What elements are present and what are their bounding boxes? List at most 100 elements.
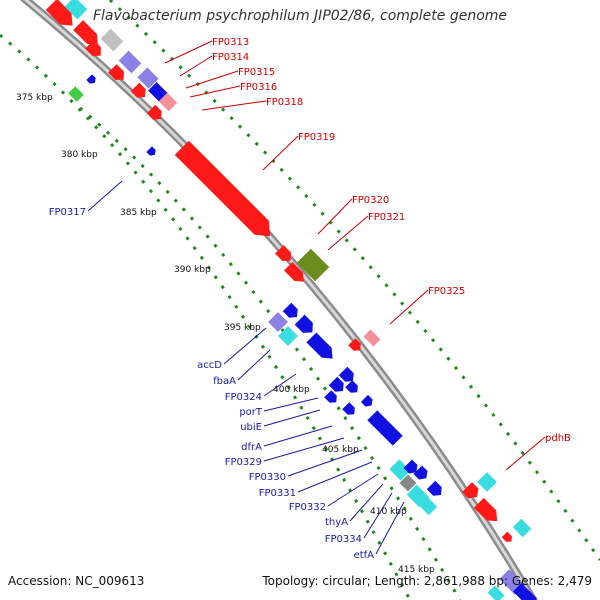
leader-line [375,501,405,555]
tick-ring-2 [108,0,600,561]
scale-label: 395 kbp [224,323,261,333]
gene-46 [487,585,505,600]
map-title: Flavobacterium psychrophilum JIP02/86, c… [92,8,508,24]
gene-shape-21 [278,326,298,346]
leader-line [263,373,297,397]
leader-line [223,327,267,365]
gene-20 [268,312,288,332]
gene-27 [324,390,337,403]
gene-label: FP0330 [249,472,286,483]
leader-line [287,449,363,477]
scale-label: 390 kbp [174,265,211,275]
gene-14 [146,146,156,156]
gene-6 [108,64,124,80]
gene-shape-3 [100,28,124,52]
leader-line [349,483,384,522]
gene-shape-37 [426,480,442,496]
leader-line [263,409,321,427]
scale-label: 410 kbp [370,507,407,517]
scale-label: 380 kbp [61,150,98,160]
gene-42 [473,497,498,522]
gene-47 [512,582,538,600]
gene-0 [45,0,73,26]
gene-shape-9 [148,82,168,102]
gene-shape-14 [146,146,156,156]
gene-36 [418,496,438,516]
backbone-outer [19,0,538,600]
gene-label: FP0320 [352,195,389,206]
gene-shape-26 [345,380,358,393]
gene-shape-31 [389,459,411,481]
gene-shape-41 [462,482,479,499]
gene-shape-11 [146,104,162,120]
gene-label: FP0313 [212,37,249,48]
gene-label: FP0316 [240,82,277,93]
gene-38 [363,329,381,347]
backbone-inner [23,0,535,600]
gene-shape-7 [137,67,159,89]
gene-shape-27 [324,390,337,403]
gene-shape-10 [158,92,178,112]
gene-shape-8 [130,82,146,98]
leader-line [189,85,241,98]
gene-9 [148,82,168,102]
gene-33 [403,459,418,474]
gene-shape-24 [338,366,354,382]
gene-1 [64,0,88,20]
gene-16 [275,245,291,261]
gene-label: FP0324 [225,392,262,403]
tick-ring-0 [0,33,412,600]
gene-shape-46 [487,585,505,600]
gene-shape-38 [363,329,381,347]
leader-line [317,198,353,235]
gene-13 [86,74,96,84]
gene-44 [501,531,512,542]
gene-37 [426,480,442,496]
gene-label: accD [197,360,222,371]
gene-25 [328,376,344,392]
accession-text: Accession: NC_009613 [8,574,145,588]
gene-shape-1 [64,0,88,20]
gene-shape-25 [328,376,344,392]
gene-label: etfA [354,550,375,561]
gene-shape-29 [360,394,373,407]
gene-shape-4 [85,40,101,56]
gene-shape-5 [118,50,142,74]
gene-label: thyA [325,517,348,528]
gene-shape-34 [413,465,428,480]
leader-line [327,473,379,507]
leader-line [179,55,213,77]
gene-shape-0 [45,0,73,26]
gene-10 [158,92,178,112]
gene-12 [68,86,84,102]
gene-label: FP0317 [49,207,86,218]
gene-label: FP0319 [298,132,335,143]
gene-shape-43 [512,518,532,538]
topology-text: Topology: circular; Length: 2,861,988 bp… [262,574,592,588]
gene-4 [85,40,101,56]
leader-line [87,180,123,212]
gene-shape-12 [68,86,84,102]
gene-shape-40 [477,472,497,492]
gene-23 [306,332,333,359]
gene-shape-19 [282,302,298,318]
gene-label: FP0332 [289,502,326,513]
scale-label: 415 kbp [398,565,435,575]
gene-label: pdhB [545,433,571,444]
leader-line [263,425,333,447]
gene-shape-30 [367,410,403,446]
leader-line [164,40,213,64]
gene-shape-47 [512,582,538,600]
gene-28 [342,402,355,415]
gene-15 [174,140,271,237]
leader-line [327,215,369,251]
gene-label: FP0314 [212,52,249,63]
gene-shape-13 [86,74,96,84]
gene-label: ubiE [240,422,262,433]
gene-label: dfrA [241,442,262,453]
gene-label: FP0329 [225,457,262,468]
gene-24 [338,366,354,382]
scale-label: 385 kbp [120,208,157,218]
gene-shape-22 [294,314,313,333]
